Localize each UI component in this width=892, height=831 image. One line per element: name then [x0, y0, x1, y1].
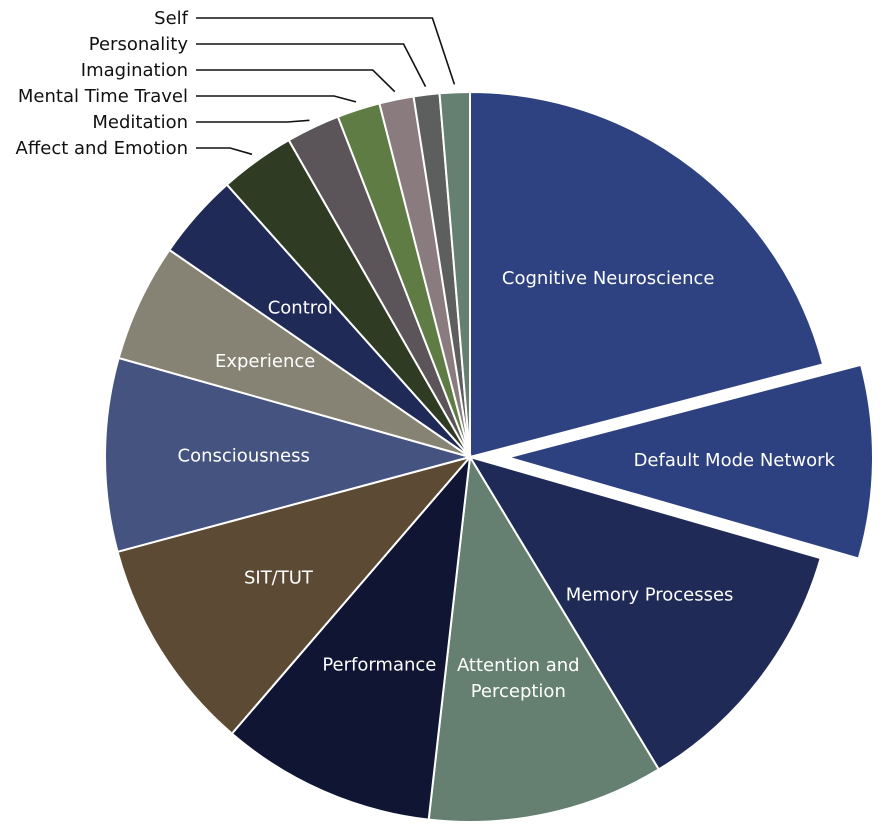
pie-slice-performance	[230, 453, 472, 821]
slice-label-meditation: Meditation	[92, 112, 188, 133]
pie-slice-sit-tut	[116, 455, 473, 736]
pie-slice-cognitive-neuroscience	[469, 90, 825, 459]
slice-label-personality: Personality	[89, 34, 189, 55]
pie-slice-memory-processes	[467, 455, 822, 771]
leader-line-personality	[196, 43, 427, 88]
pie-slice-self	[438, 90, 471, 458]
slice-label-sit-tut: SIT/TUT	[244, 567, 314, 588]
slice-label-consciousness: Consciousness	[178, 446, 310, 467]
leader-line-self	[196, 17, 456, 85]
pie-slice-consciousness	[104, 356, 474, 554]
pie-slice-default-mode-network	[504, 363, 874, 560]
leader-line-mental-time-travel	[196, 95, 357, 103]
slice-label-experience: Experience	[215, 351, 315, 372]
slice-label-performance: Performance	[322, 654, 436, 675]
leader-line-imagination	[196, 69, 396, 93]
pie-slice-attention-and-perception	[427, 453, 661, 823]
slice-label-affect-and-emotion: Affect and Emotion	[16, 138, 188, 159]
slice-label-self: Self	[154, 8, 189, 29]
slice-label-default-mode-network: Default Mode Network	[634, 450, 836, 471]
slice-label-memory-processes: Memory Processes	[566, 585, 734, 606]
slice-label-control: Control	[268, 297, 333, 318]
slice-label-mental-time-travel: Mental Time Travel	[18, 86, 188, 107]
slice-label-cognitive-neuroscience: Cognitive Neuroscience	[502, 268, 715, 289]
leader-line-affect-and-emotion	[196, 147, 253, 156]
leader-line-meditation	[196, 119, 310, 123]
slice-label-imagination: Imagination	[81, 60, 188, 81]
